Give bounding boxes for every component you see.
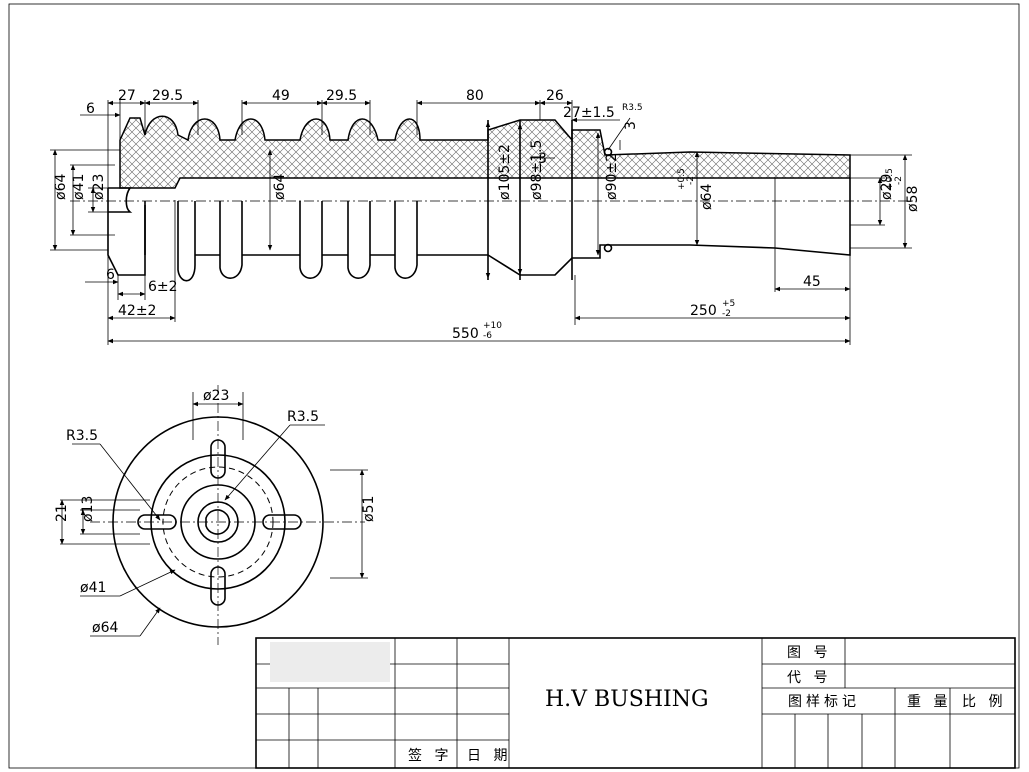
dim-6-bottom: 6 <box>106 267 115 283</box>
mid-dim-lines <box>267 121 700 279</box>
dim-d41-left: ø41 <box>71 174 87 200</box>
dim-r3-5-left: R3.5 <box>66 428 98 444</box>
dim-29-5-a: 29.5 <box>152 88 183 104</box>
dim-27: 27 <box>118 88 136 104</box>
dim-d64-tol-dn: -2 <box>686 176 696 185</box>
skirt-2 <box>219 201 243 279</box>
dim-21: 21 <box>54 504 70 522</box>
dim-80: 80 <box>466 88 484 104</box>
dim-6-top: 6 <box>86 101 95 117</box>
sample-mark-label: 图样标记 <box>788 694 860 710</box>
dim-45: 45 <box>803 274 821 290</box>
dim-d64-mid: ø64 <box>272 174 288 200</box>
dim-d98: ø98±1.5 <box>529 140 545 200</box>
skirt-3 <box>299 201 323 279</box>
dim-d58: ø58 <box>905 186 921 212</box>
dim-d29: ø29 <box>879 174 895 200</box>
top-ext-lines <box>107 100 573 188</box>
dim-3-small: 3 <box>538 151 547 167</box>
end-view: ø23 R3.5 R3.5 21 ø13 ø51 ø41 ø64 <box>54 385 377 645</box>
dim-d58-tol-up: +0.5 <box>885 168 895 190</box>
dim-d64-tol-up: +0.5 <box>677 168 687 190</box>
sign-label: 签 字 <box>408 747 452 764</box>
bottom-dim-lines <box>85 200 851 345</box>
dim-49: 49 <box>272 88 290 104</box>
skirt-5 <box>394 201 418 279</box>
circle-d13 <box>197 501 239 543</box>
left-dim-lines <box>50 149 120 251</box>
dim-d23-end: ø23 <box>203 388 229 404</box>
dim-250-tol-up: +5 <box>722 299 735 309</box>
dim-d13: ø13 <box>80 496 96 522</box>
dim-d51: ø51 <box>361 496 377 522</box>
title-block-frame <box>255 637 1016 769</box>
top-dim-lines <box>80 100 631 159</box>
dim-3-vert: 3 <box>623 121 639 130</box>
drawing-title: H.V BUSHING <box>545 687 709 712</box>
weight-label: 重 量 <box>907 694 951 710</box>
circle-d23 <box>180 484 256 560</box>
section-hatch <box>119 115 851 189</box>
dim-6-tol: 6±2 <box>148 279 178 295</box>
drawing-no-label: 图 号 <box>787 645 831 661</box>
dim-r3-5-side: R3.5 <box>622 103 643 113</box>
dim-d90: ø90±2 <box>604 153 620 200</box>
dim-d23-left: ø23 <box>91 174 107 200</box>
dim-550: 550 <box>452 326 479 342</box>
slot-bottom <box>210 566 226 606</box>
title-block: H.V BUSHING 签 字 日 期 图 号 代 号 图样标记 重 量 比 例 <box>255 637 1016 769</box>
right-dim-lines <box>850 154 912 249</box>
dim-d58-tol-dn: -2 <box>894 176 904 185</box>
dim-d64-right: ø64 <box>699 184 715 210</box>
slot-right <box>262 514 302 530</box>
circle-d41 <box>150 454 286 590</box>
dim-d41-end: ø41 <box>80 580 106 596</box>
dim-29-5-b: 29.5 <box>326 88 357 104</box>
dim-250: 250 <box>690 303 717 319</box>
side-view: 6 27 29.5 49 29.5 80 26 27±1.5 R3.5 3 3 … <box>50 88 921 345</box>
dim-r3-5-right: R3.5 <box>287 409 319 425</box>
dim-d64-left: ø64 <box>53 174 69 200</box>
hidden-circle <box>162 466 274 578</box>
bore-left <box>108 187 133 213</box>
smudge-area <box>270 642 390 682</box>
skirt-4 <box>347 201 371 279</box>
scale-label: 比 例 <box>962 694 1006 710</box>
dim-42-tol: 42±2 <box>118 303 156 319</box>
dim-550-tol-up: +10 <box>483 321 502 331</box>
slot-top <box>210 439 226 479</box>
dim-d64-end: ø64 <box>92 620 118 636</box>
dim-250-tol-dn: -2 <box>722 309 731 319</box>
skirt-1 <box>177 201 196 282</box>
outer-circle-d64 <box>112 416 324 628</box>
date-label: 日 期 <box>467 748 511 764</box>
end-view-dim-lines <box>59 392 368 637</box>
groove-bottom <box>603 243 613 253</box>
dim-d105: ø105±2 <box>497 144 513 200</box>
code-label: 代 号 <box>787 670 831 686</box>
dim-27-tol: 27±1.5 <box>563 105 615 121</box>
dim-26: 26 <box>546 88 564 104</box>
groove-top <box>603 147 613 157</box>
lower-body <box>144 178 851 276</box>
dim-550-tol-dn: -6 <box>483 331 492 341</box>
center-keyhole <box>205 509 231 535</box>
